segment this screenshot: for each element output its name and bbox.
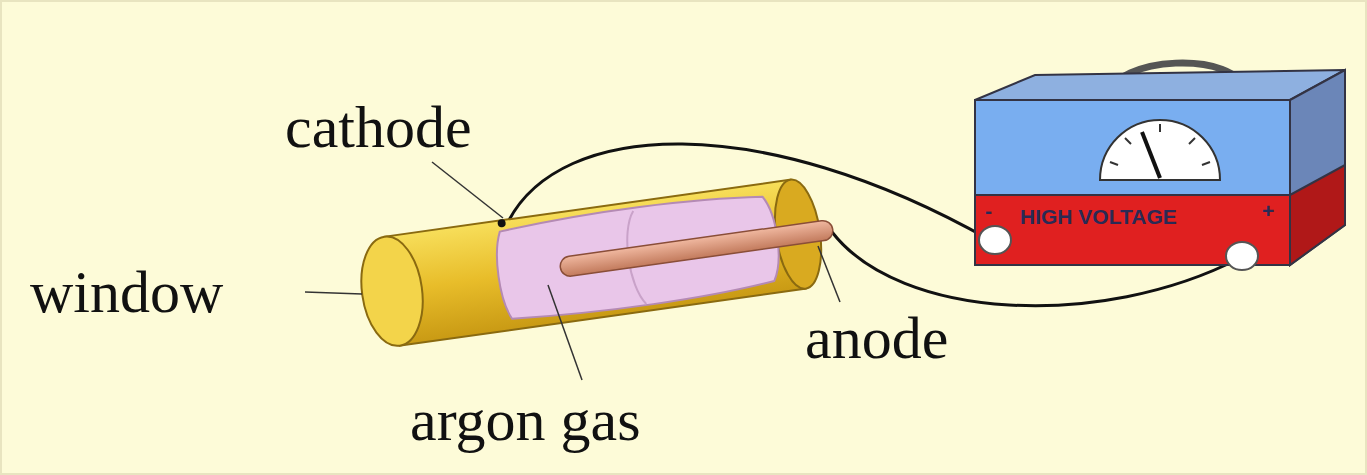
terminal-sign: + bbox=[1262, 200, 1274, 221]
high-voltage-supply bbox=[975, 63, 1345, 270]
positive-terminal bbox=[1226, 242, 1258, 270]
window bbox=[355, 233, 430, 350]
anode-rod bbox=[559, 219, 834, 277]
part-label: window bbox=[30, 262, 223, 322]
negative-terminal bbox=[979, 226, 1011, 254]
part-label: cathode bbox=[285, 97, 472, 157]
meter-dial bbox=[1100, 120, 1220, 180]
supply-label: HIGH VOLTAGE bbox=[1020, 206, 1177, 227]
part-label: anode bbox=[805, 308, 948, 368]
geiger-tube bbox=[355, 174, 841, 350]
part-label: argon gas bbox=[410, 390, 641, 450]
terminal-sign: - bbox=[985, 200, 992, 221]
leader-lines bbox=[305, 162, 840, 380]
